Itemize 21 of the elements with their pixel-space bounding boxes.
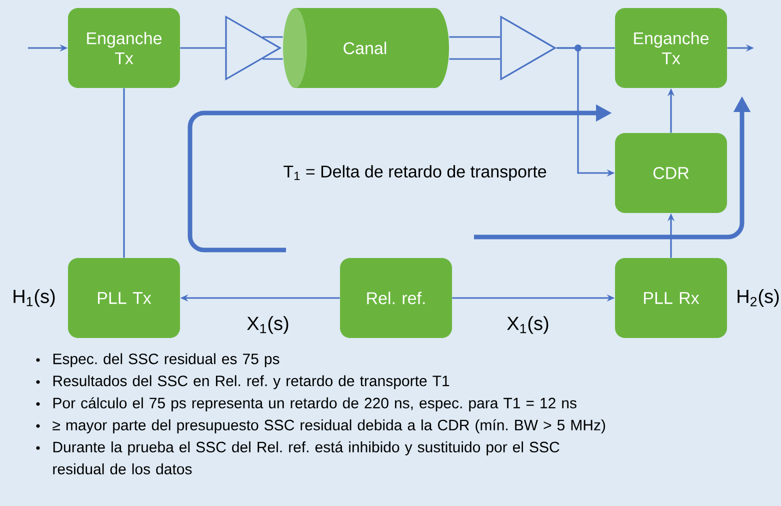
edge-label: X$_{1}$(s): [246, 315, 290, 335]
block-box: CDR: [615, 133, 727, 213]
block-box: Rel. ref.: [340, 258, 452, 338]
edge-label: X$_{1}$(s): [506, 315, 550, 335]
bullet-text: ≥ mayor parte del presupuesto SSC residual debida a la CDR (mín. BW > 5 MHz): [52, 419, 606, 434]
block-box: PLL Tx: [68, 258, 180, 338]
connector-line: [180, 47, 226, 49]
connector-line: [123, 88, 125, 258]
transfer-function: H$_{2}$(s): [738, 289, 779, 307]
bullet-text: Durante la prueba el SSC del Rel. ref. está inhibido y sustituido por el SSC residual de los datos: [53, 441, 560, 474]
channel-cylinder: Canal: [283, 8, 449, 88]
transfer-function: H$_{1}$(s): [14, 289, 55, 307]
connector-line: [262, 36, 284, 60]
connector-line: [448, 36, 501, 60]
bullet-text: Resultados del SSC en Rel. ref. y retardo de transporte T1: [53, 375, 450, 390]
block-box: Enganche Tx: [68, 8, 180, 88]
annotation: T$_{1}$ = Delta de retardo de transporte: [284, 165, 546, 181]
bullet-text: Por cálculo el 75 ps representa un retardo de 220 ns, espec. para T1 = 12 ns: [53, 397, 576, 412]
block-box: PLL Rx: [615, 258, 727, 338]
bullet-text: Espec. del SSC residual es 75 ps: [53, 353, 280, 368]
block-box: Enganche Tx: [615, 8, 727, 88]
